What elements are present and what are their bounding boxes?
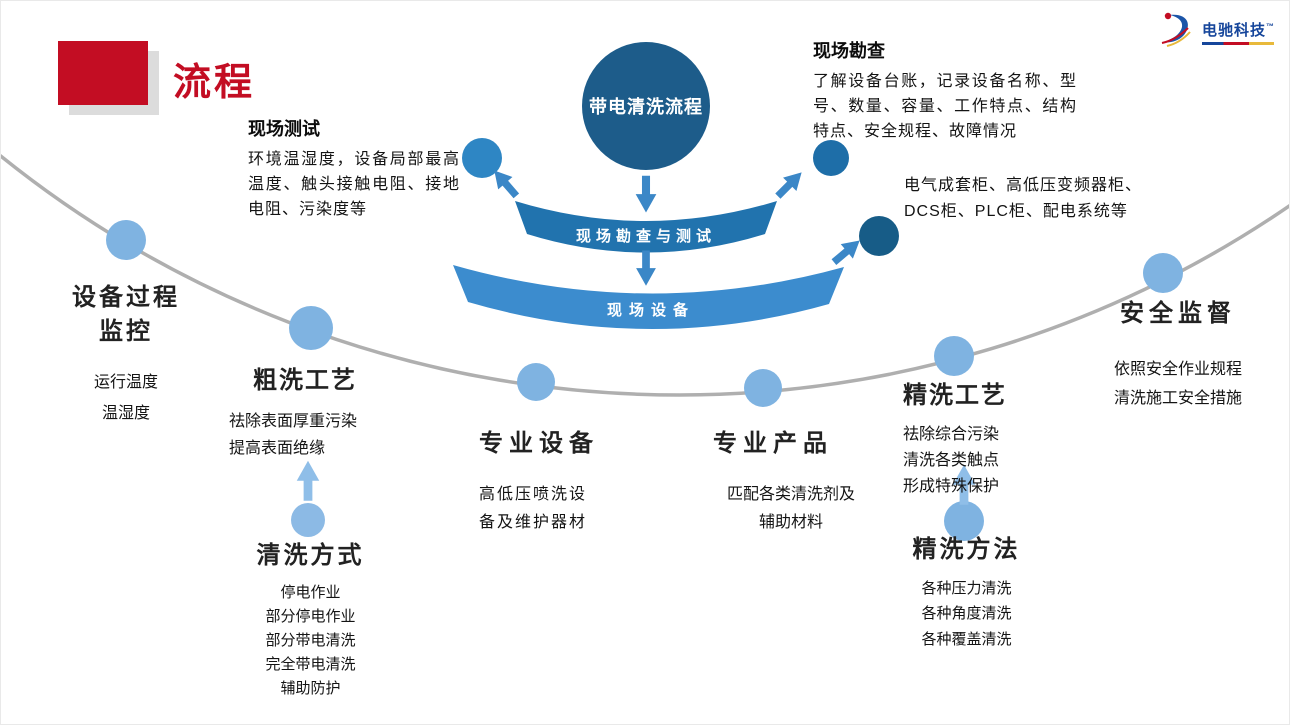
section-title-fine-clean: 精洗工艺 (903, 382, 1007, 409)
section-body-cabinet-types: 电气成套柜、高低压变频器柜、DCS柜、PLC柜、配电系统等 (904, 177, 1143, 220)
accent-circle-clean-methods (291, 503, 325, 537)
logo-brand-text: 电驰科技 (1201, 21, 1266, 39)
banner-equipment-label: 现场设备 (606, 302, 695, 319)
banner-equipment (453, 265, 844, 330)
section-process-monitor: 设备过程 监控 运行温度 温湿度 (31, 281, 221, 429)
arrow-up-left-icon (494, 170, 520, 199)
section-title-pro-equipment: 专业设备 (479, 430, 599, 457)
section-body-fine-clean: 祛除综合污染 清洗各类触点 形成特殊保护 (903, 425, 1000, 496)
banner-survey-test-label: 现场勘查与测试 (575, 228, 716, 245)
arrow-up-icon (952, 464, 976, 505)
logo: 电驰科技™ (1158, 9, 1275, 54)
section-site-survey: 现场勘查 了解设备台账，记录设备名称、型号、数量、容量、工作特点、结构特点、安全… (813, 37, 1077, 144)
section-site-test: 现场测试 环境温湿度，设备局部最高温度、触头接触电阻、接地电阻、污染度等 (248, 115, 460, 222)
logo-brand: 电驰科技™ (1202, 19, 1275, 40)
section-title-site-test: 现场测试 (248, 119, 320, 139)
curve-node (744, 369, 782, 407)
center-circle (582, 42, 710, 170)
section-body-fine-methods: 各种压力清洗 各种角度清洗 各种覆盖清洗 (921, 579, 1012, 648)
arrow-group-blue (494, 170, 860, 286)
section-title-rough-clean: 粗洗工艺 (253, 367, 357, 394)
flow-curve (1, 153, 1289, 397)
title-block (58, 41, 148, 105)
section-title-process-monitor: 设备过程 监控 (72, 284, 180, 345)
section-body-site-survey: 了解设备台账，记录设备名称、型号、数量、容量、工作特点、结构特点、安全规程、故障… (813, 73, 1077, 140)
section-title-clean-methods: 清洗方式 (256, 542, 365, 569)
section-pro-equipment: 专业设备 高低压喷洗设 备及维护器材 (479, 427, 649, 537)
center-circle-label: 带电清洗流程 (589, 97, 703, 117)
section-body-pro-equipment: 高低压喷洗设 备及维护器材 (479, 485, 588, 531)
logo-tagline-bar (1201, 41, 1274, 45)
section-fine-clean: 精洗工艺 祛除综合污染 清洗各类触点 形成特殊保护 (903, 379, 1073, 501)
arrow-up-right-icon (831, 240, 860, 265)
section-body-process-monitor: 运行温度 温湿度 (93, 374, 158, 422)
arrow-down-icon (636, 250, 656, 286)
logo-text: 电驰科技™ (1201, 19, 1275, 45)
banner-survey-test (515, 201, 777, 253)
arrow-group-pale (296, 460, 976, 505)
section-clean-methods: 清洗方式 停电作业 部分停电作业 部分带电清洗 完全带电清洗 辅助防护 (233, 539, 388, 701)
arrow-down-icon (635, 175, 657, 213)
section-fine-methods: 精洗方法 各种压力清洗 各种角度清洗 各种覆盖清洗 (889, 533, 1044, 652)
section-rough-clean: 粗洗工艺 祛除表面厚重污染 提高表面绝缘 (229, 364, 409, 462)
section-title-site-survey: 现场勘查 (813, 41, 885, 61)
arrow-up-icon (296, 460, 320, 501)
accent-circle-dark (859, 216, 899, 256)
page-title: 流程 (173, 62, 256, 104)
accent-circle-left (462, 138, 502, 178)
section-safety: 安全监督 依照安全作业规程 清洗施工安全措施 (1083, 297, 1273, 414)
section-body-clean-methods: 停电作业 部分停电作业 部分带电清洗 完全带电清洗 辅助防护 (265, 583, 356, 697)
section-body-site-test: 环境温湿度，设备局部最高温度、触头接触电阻、接地电阻、污染度等 (248, 151, 460, 218)
curve-node (934, 336, 974, 376)
logo-tm: ™ (1266, 21, 1275, 31)
section-cabinet-types: 电气成套柜、高低压变频器柜、DCS柜、PLC柜、配电系统等 (904, 173, 1156, 224)
curve-node (517, 363, 555, 401)
section-body-pro-products: 匹配各类清洗剂及 辅助材料 (726, 485, 855, 531)
section-title-fine-methods: 精洗方法 (912, 536, 1021, 563)
logo-mark-icon (1158, 9, 1198, 54)
accent-circle-fine-methods (944, 501, 984, 541)
section-pro-products: 专业产品 匹配各类清洗剂及 辅助材料 (701, 427, 881, 537)
section-body-rough-clean: 祛除表面厚重污染 提高表面绝缘 (229, 412, 358, 457)
section-body-safety: 依照安全作业规程 清洗施工安全措施 (1113, 360, 1242, 408)
accent-circle-right (813, 140, 849, 176)
arrow-up-right-icon (775, 172, 802, 199)
curve-node (289, 306, 333, 350)
curve-node (106, 220, 146, 260)
section-title-pro-products: 专业产品 (713, 430, 833, 457)
section-title-safety: 安全监督 (1120, 300, 1236, 327)
curve-node (1143, 253, 1183, 293)
